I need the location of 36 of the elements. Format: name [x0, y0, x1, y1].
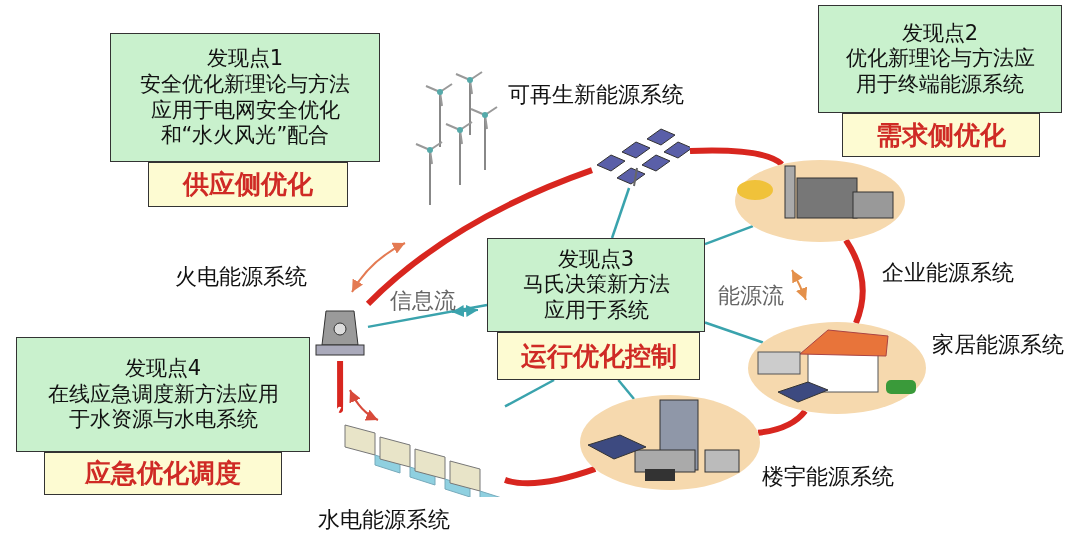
- box-text: 马氏决策新方法应用于系统: [521, 272, 671, 324]
- result-banner: 供应侧优化: [148, 162, 348, 207]
- connector-line: [610, 187, 631, 239]
- ring-line: [337, 361, 344, 410]
- system-label: 企业能源系统: [882, 259, 1014, 287]
- flow-label: 能源流: [718, 282, 784, 310]
- ring-line: [504, 466, 597, 487]
- result-banner: 运行优化控制: [497, 332, 700, 380]
- system-label: 楼宇能源系统: [762, 463, 894, 491]
- finding-box: [818, 5, 1062, 113]
- finding-box: [487, 238, 705, 332]
- system-label: 家居能源系统: [932, 331, 1064, 359]
- connector-line: [367, 303, 488, 329]
- system-label: 可再生新能源系统: [508, 81, 684, 109]
- ring-line: [843, 238, 866, 325]
- ring-line: [365, 167, 594, 306]
- connector-line: [704, 225, 754, 246]
- box-heading: 发现点2: [901, 20, 979, 47]
- ring-line: [689, 147, 784, 167]
- box-text: 安全优化新理论与方法应用于电网安全优化和“水火风光”配合: [139, 71, 351, 149]
- finding-box: [110, 33, 380, 162]
- flow-label: 信息流: [390, 287, 456, 315]
- box-heading: 发现点1: [206, 46, 284, 72]
- connector-line: [617, 379, 635, 400]
- finding-box: [16, 337, 310, 452]
- box-text: 优化新理论与方法应用于终端能源系统: [844, 46, 1036, 98]
- result-banner: 需求侧优化: [842, 113, 1040, 157]
- box-heading: 发现点3: [557, 246, 635, 273]
- system-label: 水电能源系统: [318, 506, 450, 534]
- system-label: 火电能源系统: [175, 263, 307, 291]
- connector-line: [504, 378, 555, 408]
- connector-line: [704, 321, 764, 344]
- ring-line: [757, 409, 808, 436]
- box-text: 在线应急调度新方法应用于水资源与水电系统: [46, 381, 280, 433]
- result-banner: 应急优化调度: [44, 452, 282, 495]
- box-heading: 发现点4: [124, 356, 202, 382]
